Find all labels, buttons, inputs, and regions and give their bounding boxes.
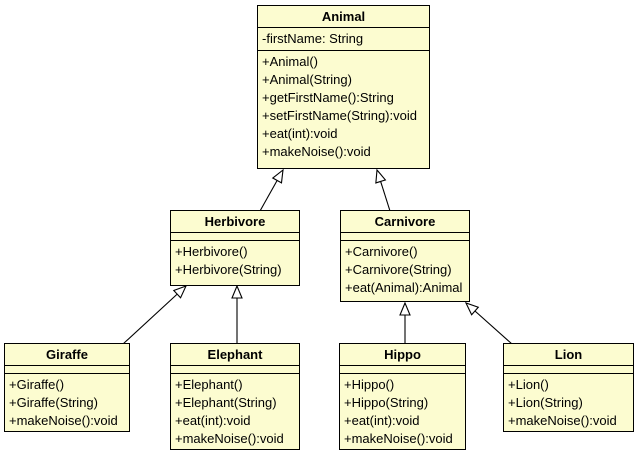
method: +setFirstName(String):void bbox=[262, 108, 417, 123]
method: +Carnivore(String) bbox=[345, 262, 452, 277]
class-box-giraffe[interactable]: Giraffe +Giraffe() +Giraffe(String) +mak… bbox=[4, 343, 130, 432]
method: +Carnivore() bbox=[345, 244, 418, 259]
class-box-hippo[interactable]: Hippo +Hippo() +Hippo(String) +eat(int):… bbox=[339, 343, 466, 450]
method: +makeNoise():void bbox=[344, 431, 453, 446]
class-name: Giraffe bbox=[5, 344, 129, 366]
method: +Lion(String) bbox=[508, 395, 583, 410]
methods-compartment: +Lion() +Lion(String) +makeNoise():void bbox=[504, 374, 633, 432]
inheritance-edge-giraffe-to-herbivore bbox=[122, 285, 188, 345]
class-box-carnivore[interactable]: Carnivore +Carnivore() +Carnivore(String… bbox=[340, 210, 470, 302]
attribute: -firstName: String bbox=[262, 31, 364, 46]
method: +makeNoise():void bbox=[262, 144, 371, 159]
inheritance-edge-herbivore-to-animal bbox=[259, 168, 284, 212]
method: +Animal(String) bbox=[262, 72, 352, 87]
method: +eat(Animal):Animal bbox=[345, 280, 463, 295]
methods-compartment: +Hippo() +Hippo(String) +eat(int):void +… bbox=[340, 374, 465, 450]
class-box-herbivore[interactable]: Herbivore +Herbivore() +Herbivore(String… bbox=[170, 210, 300, 286]
methods-compartment: +Herbivore() +Herbivore(String) bbox=[171, 241, 299, 285]
method: +Herbivore() bbox=[175, 244, 248, 259]
attributes-compartment bbox=[340, 366, 465, 374]
method: +makeNoise():void bbox=[175, 431, 284, 446]
class-name: Carnivore bbox=[341, 211, 469, 233]
attributes-compartment bbox=[5, 366, 129, 374]
class-box-lion[interactable]: Lion +Lion() +Lion(String) +makeNoise():… bbox=[503, 343, 634, 432]
attributes-compartment: -firstName: String bbox=[258, 28, 429, 51]
method: +Giraffe(String) bbox=[9, 395, 98, 410]
methods-compartment: +Animal() +Animal(String) +getFirstName(… bbox=[258, 51, 429, 168]
method: +eat(int):void bbox=[175, 413, 251, 428]
class-name: Animal bbox=[258, 6, 429, 28]
attributes-compartment bbox=[341, 233, 469, 241]
class-name: Lion bbox=[504, 344, 633, 366]
inheritance-edge-lion-to-carnivore bbox=[464, 302, 513, 345]
method: +Lion() bbox=[508, 377, 549, 392]
method: +Animal() bbox=[262, 54, 318, 69]
method: +Herbivore(String) bbox=[175, 262, 282, 277]
method: +makeNoise():void bbox=[9, 413, 118, 428]
methods-compartment: +Carnivore() +Carnivore(String) +eat(Ani… bbox=[341, 241, 469, 301]
class-name: Elephant bbox=[171, 344, 299, 366]
method: +Elephant() bbox=[175, 377, 243, 392]
method: +eat(int):void bbox=[344, 413, 420, 428]
attributes-compartment bbox=[171, 366, 299, 374]
method: +Elephant(String) bbox=[175, 395, 277, 410]
attributes-compartment bbox=[504, 366, 633, 374]
class-box-animal[interactable]: Animal -firstName: String +Animal() +Ani… bbox=[257, 5, 430, 169]
methods-compartment: +Giraffe() +Giraffe(String) +makeNoise()… bbox=[5, 374, 129, 432]
method: +getFirstName():String bbox=[262, 90, 394, 105]
attributes-compartment bbox=[171, 233, 299, 241]
method: +Hippo() bbox=[344, 377, 395, 392]
methods-compartment: +Elephant() +Elephant(String) +eat(int):… bbox=[171, 374, 299, 450]
class-name: Hippo bbox=[340, 344, 465, 366]
method: +eat(int):void bbox=[262, 126, 338, 141]
method: +Giraffe() bbox=[9, 377, 65, 392]
class-name: Herbivore bbox=[171, 211, 299, 233]
inheritance-edge-carnivore-to-animal bbox=[375, 168, 391, 212]
class-box-elephant[interactable]: Elephant +Elephant() +Elephant(String) +… bbox=[170, 343, 300, 450]
method: +makeNoise():void bbox=[508, 413, 617, 428]
method: +Hippo(String) bbox=[344, 395, 429, 410]
